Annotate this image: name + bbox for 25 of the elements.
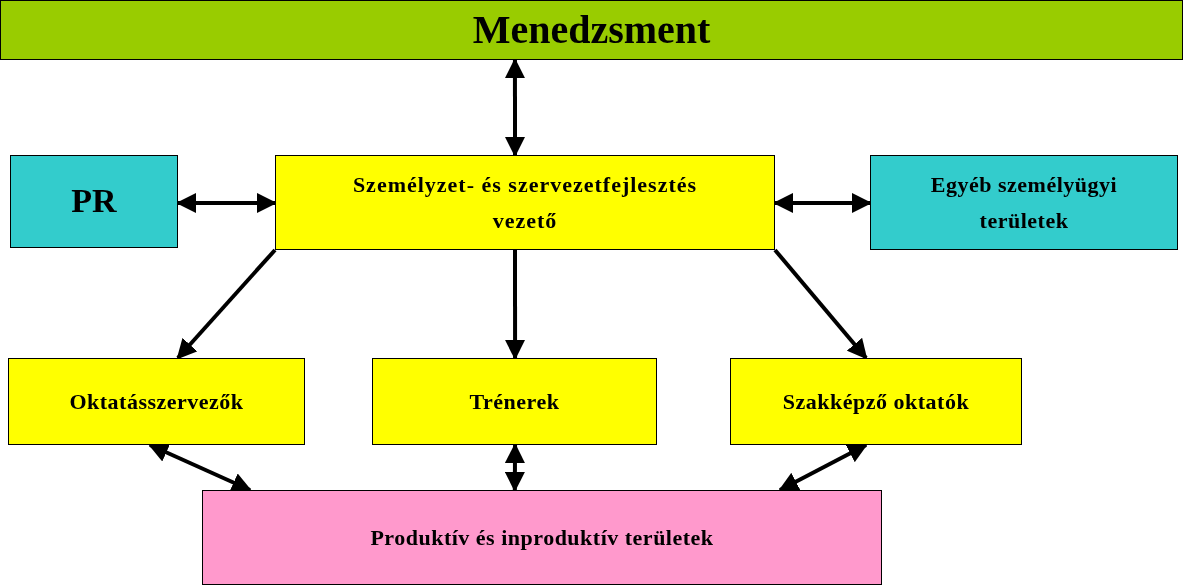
box-label: Egyéb személyügyi területek [929,171,1119,235]
arrow [773,248,868,360]
box-label: PR [71,181,117,222]
process-box [372,358,657,445]
arrow [504,443,525,492]
process-box [10,155,178,248]
process-box [275,155,775,250]
arrow [148,443,252,492]
arrow [176,193,277,213]
box-label: Trénerek [469,387,560,416]
box-label: Menedzsment [472,6,711,54]
process-box [202,490,882,585]
box-label: Produktív és inproduktív területek [370,523,714,552]
arrow [778,443,868,492]
arrow [504,58,525,157]
process-box [0,0,1183,60]
process-box [8,358,305,445]
arrow [505,250,526,360]
process-box [870,155,1178,250]
box-label: Szakképző oktatók [782,387,970,416]
process-box [730,358,1022,445]
box-label: Oktatásszervezők [69,387,244,416]
arrow [176,248,277,360]
box-label: Személyzet- és szervezetfejlesztés vezető [351,171,699,235]
arrow [773,193,872,213]
